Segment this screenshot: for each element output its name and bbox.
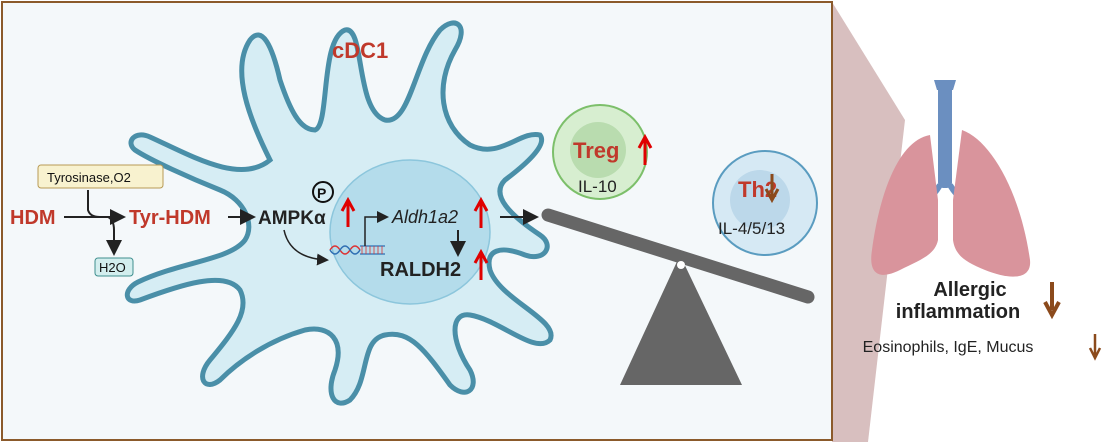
down-arrow-icon (1088, 334, 1102, 361)
outcome-details: Eosinophils, IgE, Mucus (863, 339, 1034, 356)
dna-icon (329, 245, 385, 255)
arrow-icon (283, 229, 329, 266)
arrow-icon (106, 216, 122, 256)
phospho-icon (312, 181, 334, 203)
protein-label: RALDH2 (380, 259, 461, 281)
seesaw-beam (541, 208, 815, 304)
cell-label: cDC1 (332, 38, 388, 63)
treg-cytokine: IL-10 (578, 177, 617, 196)
phospho-label: P (317, 185, 326, 201)
ampk-label: AMPKα (258, 208, 326, 229)
treg-nucleus (570, 122, 626, 178)
up-arrow-icon (473, 248, 489, 280)
outcome-line1: Allergic (933, 279, 1006, 301)
h2o-label: H2O (99, 260, 126, 275)
enzyme-label: Tyrosinase,O2 (47, 170, 131, 185)
gene-label: Aldh1a2 (391, 207, 458, 227)
fulcrum-pin (677, 261, 685, 269)
up-arrow-icon (637, 133, 653, 165)
h2o-box (94, 257, 134, 277)
enzyme-box (37, 164, 164, 189)
up-arrow-icon (473, 196, 489, 228)
nucleus (329, 159, 491, 305)
tyr-hdm-label: Tyr-HDM (129, 207, 211, 229)
treg-label: Treg (573, 138, 619, 163)
seesaw-fulcrum (620, 255, 742, 385)
th2-nucleus (730, 170, 790, 230)
th2-cytokine: IL-4/5/13 (718, 219, 785, 238)
arrow-icon (87, 190, 101, 218)
lungs-icon (871, 80, 1031, 277)
down-arrow-icon (764, 174, 780, 204)
arrow-icon (364, 211, 389, 246)
zoom-projection (832, 2, 905, 442)
down-arrow-icon (1043, 282, 1061, 320)
outcome-line2: inflammation (896, 301, 1020, 323)
hdm-label: HDM (10, 207, 56, 229)
up-arrow-icon (340, 196, 356, 227)
